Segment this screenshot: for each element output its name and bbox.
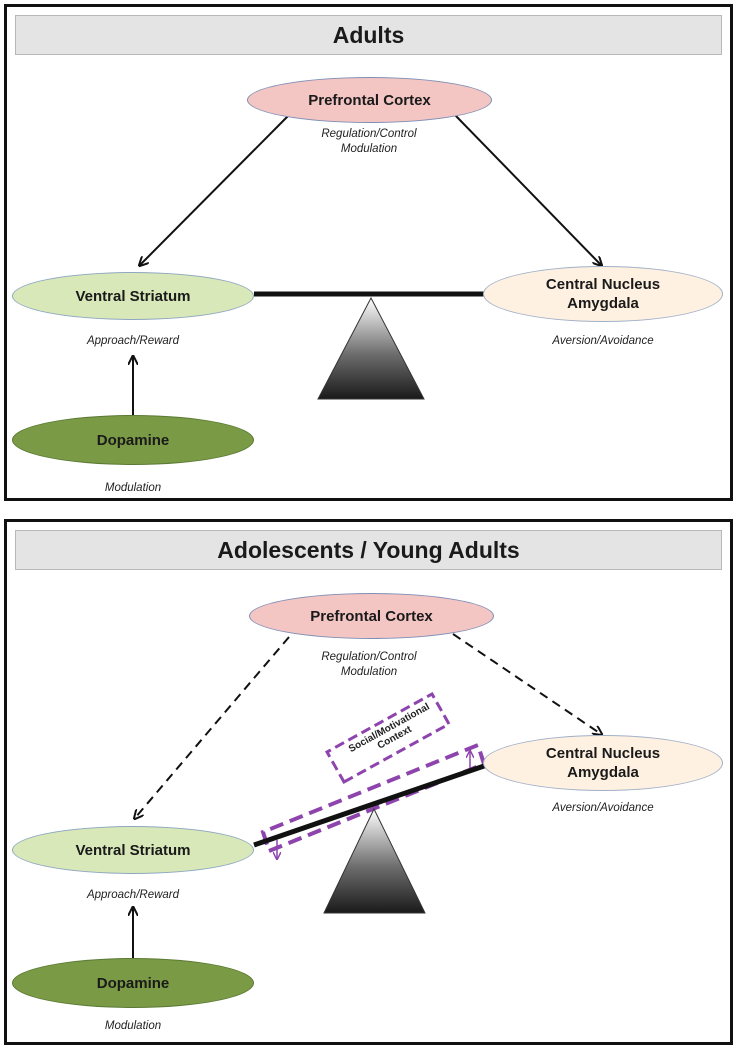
- pfc-caption: Regulation/Control Modulation: [321, 128, 417, 155]
- fulcrum-triangle: [317, 296, 425, 400]
- adolescents-panel: Adolescents / Young Adults Social/Mo: [4, 519, 733, 1045]
- arrow-pfc-to-cna: [454, 114, 601, 265]
- adults-panel: Adults Prefrontal Cortex Regulation/Cont…: [4, 4, 733, 501]
- fulcrum-triangle: [323, 807, 426, 914]
- central-nucleus-amygdala-node: Central Nucleus Amygdala: [483, 266, 723, 322]
- vs-caption: Approach/Reward: [86, 335, 180, 347]
- dopamine-node: Dopamine: [12, 958, 254, 1008]
- cna-caption: Aversion/Avoidance: [552, 335, 654, 347]
- dashed-arrow-pfc-to-cna: [452, 633, 601, 734]
- adolescents-connections: [7, 633, 730, 958]
- cna-caption: Aversion/Avoidance: [552, 802, 654, 814]
- panel-title: Adults: [15, 15, 722, 55]
- ventral-striatum-node: Ventral Striatum: [12, 826, 254, 874]
- dopamine-caption: Modulation: [104, 482, 162, 494]
- central-nucleus-amygdala-node: Central Nucleus Amygdala: [483, 735, 723, 791]
- vs-caption: Approach/Reward: [86, 889, 180, 901]
- tilted-seesaw-beam: [253, 762, 488, 848]
- prefrontal-cortex-node: Prefrontal Cortex: [249, 593, 494, 639]
- dashed-arrow-pfc-to-vs: [135, 636, 290, 818]
- context-outline-label-box: [324, 691, 452, 785]
- pfc-caption: Regulation/Control Modulation: [321, 651, 417, 678]
- prefrontal-cortex-node: Prefrontal Cortex: [247, 77, 492, 123]
- panel-title: Adolescents / Young Adults: [15, 530, 722, 570]
- dopamine-node: Dopamine: [12, 415, 254, 465]
- dopamine-caption: Modulation: [104, 1020, 162, 1032]
- adults-connections: [7, 114, 730, 415]
- arrow-pfc-to-vs: [140, 114, 290, 265]
- ventral-striatum-node: Ventral Striatum: [12, 272, 254, 320]
